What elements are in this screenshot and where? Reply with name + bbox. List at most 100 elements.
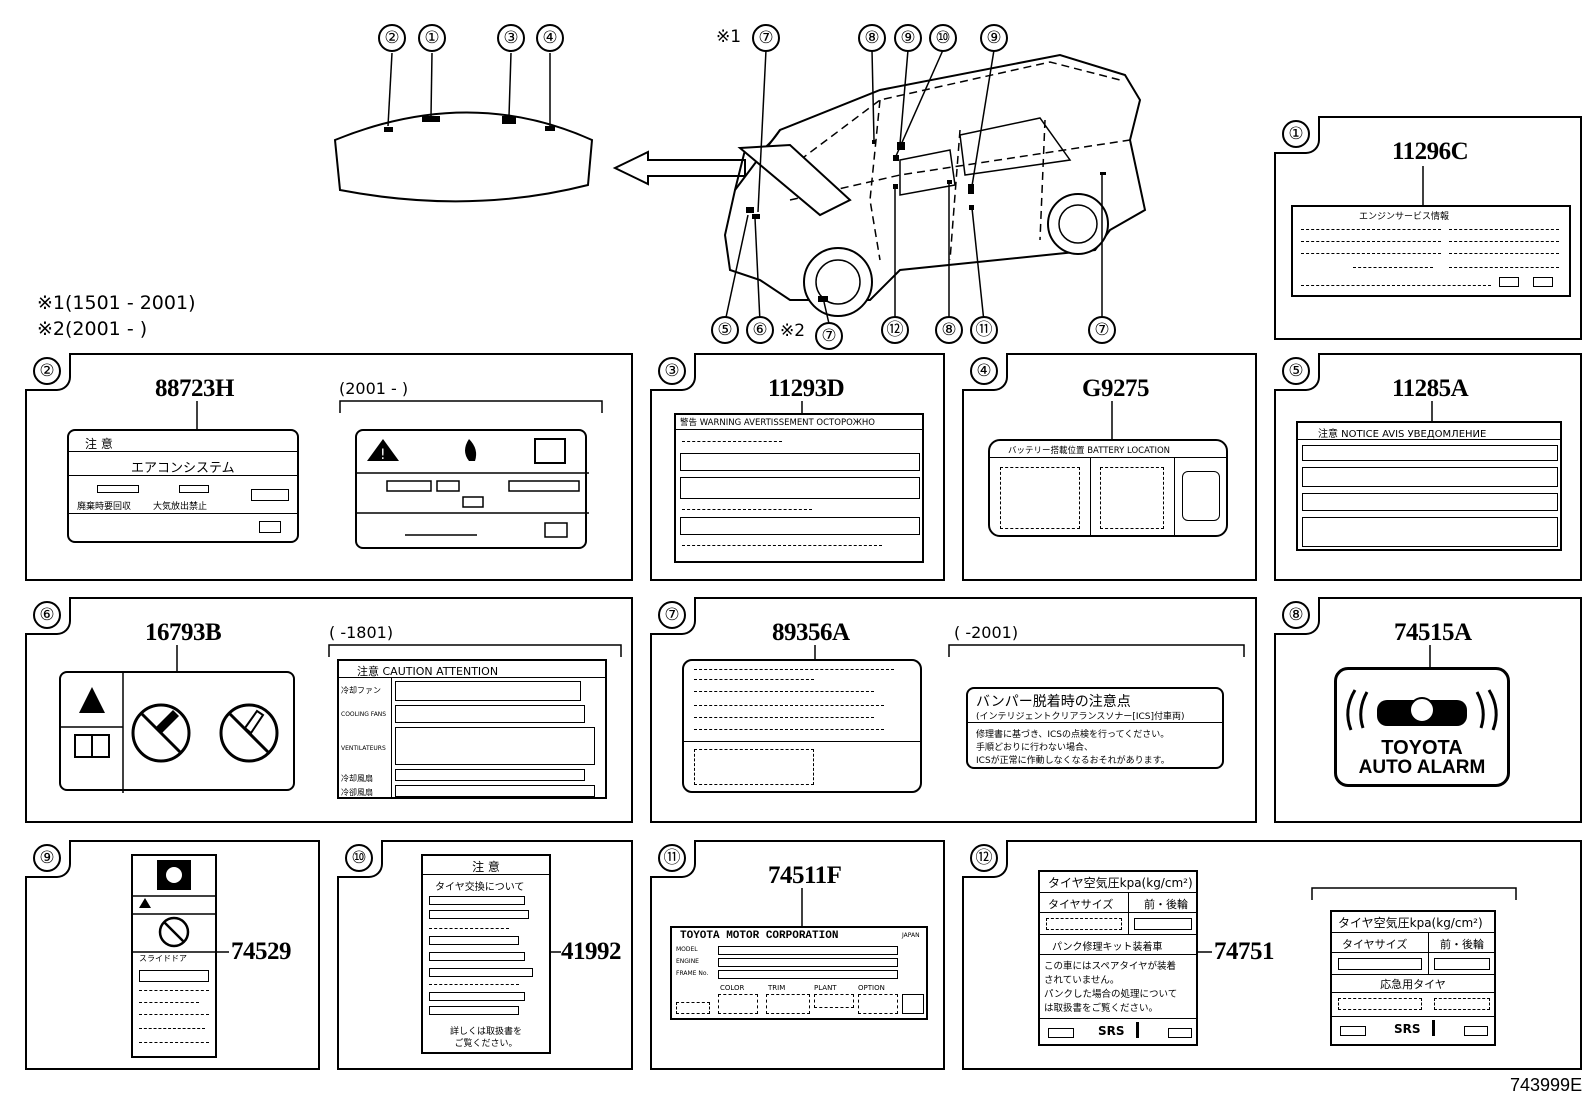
panel-6: ⑥ 16793B ( -1801) 注意 CAUTION ATTENTION 冷… — [25, 597, 633, 823]
panel-10-part-number[interactable]: 41992 — [561, 938, 622, 965]
label-74511F-col-3: PLANT — [814, 984, 837, 992]
callout-9-upper[interactable]: ⑨ — [894, 24, 922, 52]
label-16793B-row-2: COOLING FANS — [341, 711, 387, 718]
panel-8: ⑧ 74515A TOYOTA AUTO ALARM — [1274, 597, 1582, 823]
label-74511F-engine: ENGINE — [676, 958, 699, 965]
panel-10: ⑩ 注 意 タイヤ交換について 詳しくは取扱書を ご覧ください。 41992 — [337, 840, 633, 1070]
label-74511F-model: MODEL — [676, 946, 698, 953]
label-74515A-line1: TOYOTA — [1381, 737, 1463, 759]
callout-11-lower[interactable]: ⑪ — [970, 316, 998, 344]
panel-8-part-number[interactable]: 74515A — [1394, 619, 1472, 646]
callout-1-hood[interactable]: ① — [418, 24, 446, 52]
label-74751-a: タイヤ空気圧kpa(kg/cm²) タイヤサイズ 前・後輪 パンク修理キット装着… — [1038, 870, 1198, 1046]
callout-10-upper[interactable]: ⑩ — [929, 24, 957, 52]
label-41992-warn: 注 意 — [472, 860, 500, 874]
callout-12-lower[interactable]: ⑫ — [881, 316, 909, 344]
panel-2-number: ② — [33, 357, 61, 385]
callout-8-upper[interactable]: ⑧ — [858, 24, 886, 52]
label-11285A: 注意 NOTICE AVIS УВЕДОМЛЕНИЕ — [1296, 421, 1562, 551]
callout-8-lower[interactable]: ⑧ — [935, 316, 963, 344]
panel-5-number: ⑤ — [1282, 357, 1310, 385]
label-89356A-new-sub: (インテリジェントクリアランスソナー[ICS]付車両) — [976, 712, 1185, 722]
label-16793B-old-header: 注意 CAUTION ATTENTION — [357, 665, 499, 678]
callout-7-rear[interactable]: ⑦ — [1088, 316, 1116, 344]
panel-9: ⑨ スライドドア 74529 — [25, 840, 320, 1070]
label-88723H-system: エアコンシステム — [131, 461, 235, 476]
label-74751-a-title: タイヤ空気圧kpa(kg/cm²) — [1048, 876, 1193, 890]
callout-2-hood[interactable]: ② — [378, 24, 406, 52]
callout-7-front[interactable]: ⑦ — [752, 24, 780, 52]
note-1: ※1(1501 - 2001) — [37, 292, 196, 314]
panel-2-part-number[interactable]: 88723H — [155, 375, 234, 402]
callout-7-bumper[interactable]: ⑦ — [815, 322, 843, 350]
label-16793B-row-4: 冷却風扇 — [341, 774, 373, 783]
panel-2-range: (2001 - ) — [339, 379, 409, 398]
panel-3-part-number[interactable]: 11293D — [768, 375, 845, 402]
label-74751-b-size: タイヤサイズ — [1342, 938, 1408, 951]
callout-6-lower[interactable]: ⑥ — [746, 316, 774, 344]
panel-5-part-number[interactable]: 11285A — [1392, 375, 1469, 402]
panel-7-range: ( -2001) — [954, 623, 1019, 642]
panel-5: ⑤ 11285A 注意 NOTICE AVIS УВЕДОМЛЕНИЕ — [1274, 353, 1582, 581]
label-74511F-col-2: TRIM — [768, 984, 786, 992]
note-2: ※2(2001 - ) — [37, 318, 148, 340]
panel-8-number: ⑧ — [1282, 601, 1310, 629]
label-74529: スライドドア — [131, 854, 217, 1058]
panel-6-part-number[interactable]: 16793B — [145, 619, 222, 646]
panel-12-part-number[interactable]: 74751 — [1214, 938, 1275, 965]
panel-9-part-number[interactable]: 74529 — [231, 938, 292, 965]
label-16793B — [59, 671, 295, 793]
label-74751-b: タイヤ空気圧kpa(kg/cm²) タイヤサイズ 前・後輪 応急用タイヤ SRS — [1330, 910, 1496, 1046]
label-74511F-frame: FRAME No. — [676, 970, 709, 977]
label-88723H-t2: 大気放出禁止 — [153, 502, 208, 512]
panel-11: ⑪ 74511F TOYOTA MOTOR CORPORATION JAPAN … — [650, 840, 945, 1070]
label-74515A: TOYOTA AUTO ALARM — [1334, 667, 1510, 787]
panel-12-number: ⑫ — [970, 844, 998, 872]
label-11296C: エンジンサービス情報 — [1291, 205, 1571, 297]
label-74751-a-l4: は取扱書をご覧ください。 — [1044, 1003, 1159, 1014]
panel-11-part-number[interactable]: 74511F — [768, 862, 842, 889]
panel-7-part-number[interactable]: 89356A — [772, 619, 850, 646]
panel-4-part-number[interactable]: G9275 — [1082, 375, 1149, 402]
label-16793B-old: 注意 CAUTION ATTENTION 冷却ファン COOLING FANS … — [337, 659, 607, 799]
label-74511F-col-1: COLOR — [720, 984, 745, 992]
label-G9275: バッテリー搭載位置 BATTERY LOCATION — [988, 439, 1228, 537]
note-ref-2: ※2 — [780, 321, 806, 341]
label-89356A-new-l1: 修理書に基づき、ICSの点検を行ってください。 — [976, 730, 1170, 740]
label-88723H: 注 意 エアコンシステム 廃棄時要回収 大気放出禁止 — [67, 429, 299, 543]
panel-4-number: ④ — [970, 357, 998, 385]
label-88723H-warn: 注 意 — [85, 437, 113, 451]
label-74751-a-size: タイヤサイズ — [1048, 898, 1114, 911]
label-11285A-header: 注意 NOTICE AVIS УВЕДОМЛЕНИЕ — [1318, 429, 1487, 440]
label-74751-b-srs: SRS — [1394, 1022, 1421, 1036]
panel-6-number: ⑥ — [33, 601, 61, 629]
label-41992-foot2: ご覧ください。 — [454, 1039, 518, 1049]
label-88723H-new: ! — [355, 429, 589, 549]
label-74515A-line2: AUTO ALARM — [1358, 757, 1486, 778]
label-16793B-row-3: VENTILATEURS — [341, 745, 386, 752]
panel-12: ⑫ タイヤ空気圧kpa(kg/cm²) タイヤサイズ 前・後輪 パンク修理キット… — [962, 840, 1582, 1070]
panel-1-part-number[interactable]: 11296C — [1392, 138, 1469, 165]
callout-3-hood[interactable]: ③ — [497, 24, 525, 52]
label-41992: 注 意 タイヤ交換について 詳しくは取扱書を ご覧ください。 — [421, 854, 551, 1054]
label-11293D-header: 警告 WARNING AVERTISSEMENT OCTOPOЖHO — [680, 418, 875, 428]
label-74751-a-fr: 前・後輪 — [1144, 898, 1188, 911]
panel-3-number: ③ — [658, 357, 686, 385]
note-ref-1: ※1 — [716, 27, 742, 47]
label-74751-b-fr: 前・後輪 — [1440, 938, 1484, 951]
panel-11-number: ⑪ — [658, 844, 686, 872]
callout-5-lower[interactable]: ⑤ — [711, 316, 739, 344]
label-88723H-t1: 廃棄時要回収 — [77, 502, 132, 512]
label-74751-b-spare: 応急用タイヤ — [1380, 978, 1446, 991]
label-89356A-new-l2: 手順どおりに行わない場合、 — [976, 743, 1094, 753]
callout-9-rear[interactable]: ⑨ — [980, 24, 1008, 52]
label-41992-foot1: 詳しくは取扱書を — [449, 1027, 522, 1037]
label-74511F: TOYOTA MOTOR CORPORATION JAPAN MODEL ENG… — [670, 926, 928, 1020]
label-89356A — [682, 659, 922, 793]
callout-4-hood[interactable]: ④ — [536, 24, 564, 52]
panel-1-number: ① — [1282, 120, 1310, 148]
label-89356A-new: バンパー脱着時の注意点 (インテリジェントクリアランスソナー[ICS]付車両) … — [966, 687, 1224, 769]
svg-text:!: ! — [380, 447, 386, 463]
label-74751-b-title: タイヤ空気圧kpa(kg/cm²) — [1338, 916, 1483, 930]
